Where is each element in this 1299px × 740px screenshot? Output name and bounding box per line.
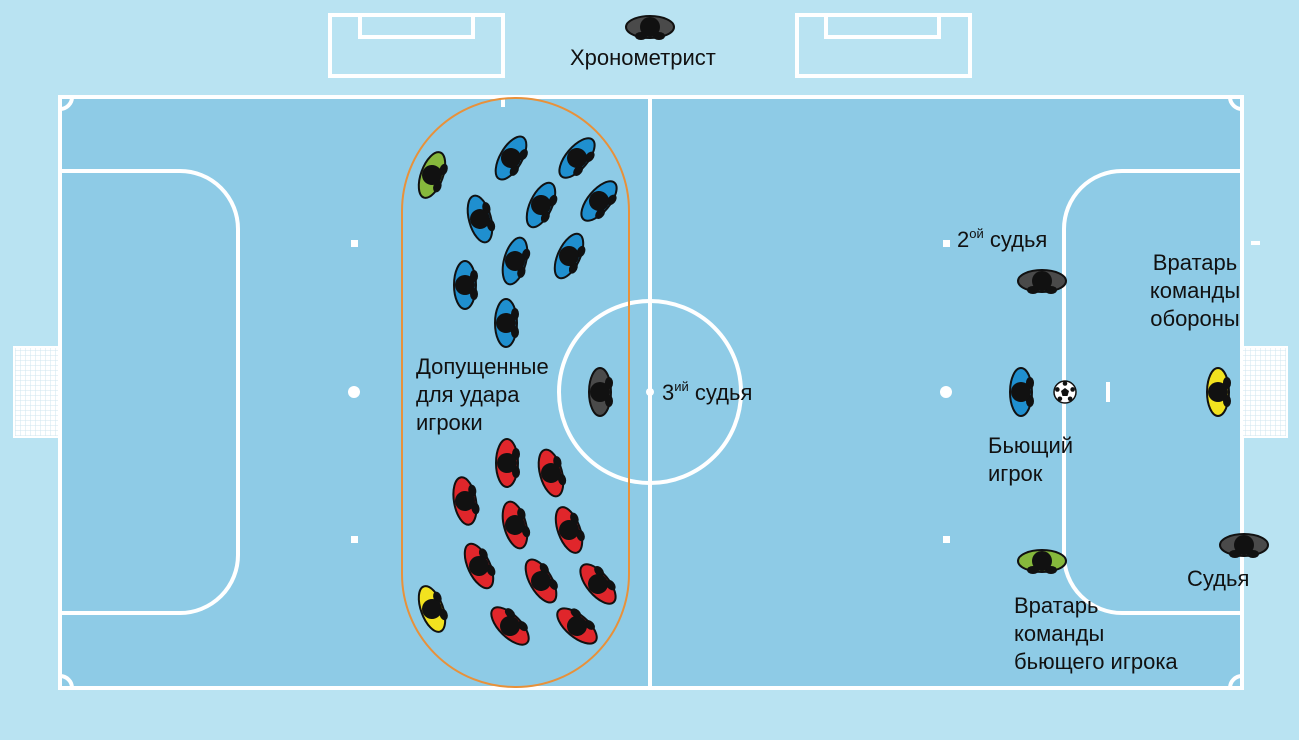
left-penalty-spot [348, 386, 360, 398]
player-red-3 [452, 476, 480, 526]
figures-layer [417, 15, 1269, 646]
kicker-label: Бьющий игрок [988, 433, 1074, 486]
player-red-8 [579, 563, 617, 605]
timekeeper-figure [625, 15, 675, 40]
player-red-5 [554, 506, 585, 554]
goalkeeper-defending [1206, 367, 1231, 417]
player-blue-5 [466, 194, 496, 244]
bench-area-right [795, 13, 972, 78]
second-referee-label: 2ой судья [957, 226, 1048, 252]
third-referee-label: 3ий судья [662, 379, 753, 405]
player-blue-9 [494, 298, 519, 348]
bench-area-left [328, 13, 505, 78]
timekeeper-label: Хронометрист [570, 45, 716, 70]
eligible-players-label: Допущенные для удара игроки [416, 354, 549, 435]
player-blue-7 [553, 232, 586, 280]
referee-label: Судья [1187, 566, 1250, 591]
goalkeeper-yellow-zone [417, 585, 448, 633]
center-spot [646, 388, 654, 396]
player-blue-4 [580, 180, 618, 222]
player-red-2 [537, 448, 567, 498]
player-blue-1 [494, 135, 528, 181]
player-red-10 [556, 607, 598, 645]
right-mark-top [943, 240, 950, 247]
corner-arc-br [1228, 674, 1243, 689]
referee-figure [1219, 533, 1269, 558]
center-circle [557, 299, 743, 485]
player-red-7 [524, 558, 558, 604]
corner-arc-bl [59, 674, 74, 689]
defending-goalkeeper-label: Вратарь команды обороны [1149, 250, 1241, 331]
eligible-players-zone [401, 97, 630, 688]
player-blue-8 [453, 260, 478, 310]
player-red-4 [501, 500, 531, 550]
corner-arc-tl [59, 96, 74, 111]
player-blue-6 [501, 236, 531, 286]
player-red-6 [463, 542, 496, 590]
right-penalty-spot [940, 386, 952, 398]
third-referee-figure [588, 367, 613, 417]
goalkeeper-kicker-team [1017, 549, 1067, 574]
left-penalty-area [60, 169, 240, 615]
right-goal-net [1241, 346, 1288, 438]
left-mark-top [351, 240, 358, 247]
left-goal-net [13, 346, 60, 438]
player-blue-3 [525, 181, 558, 229]
player-blue-2 [558, 137, 596, 179]
player-red-1 [495, 438, 520, 488]
player-red-9 [490, 606, 530, 646]
soccer-ball-icon [1053, 380, 1077, 404]
second-referee-figure [1017, 269, 1067, 294]
left-mark-bottom [351, 536, 358, 543]
right-mark-bottom [943, 536, 950, 543]
corner-arc-tr [1228, 96, 1243, 111]
goalkeeper-green-zone [417, 151, 448, 199]
kicker-team-goalkeeper-label: Вратарь команды бьющего игрока [1014, 593, 1178, 674]
kicker-player [1009, 367, 1034, 417]
